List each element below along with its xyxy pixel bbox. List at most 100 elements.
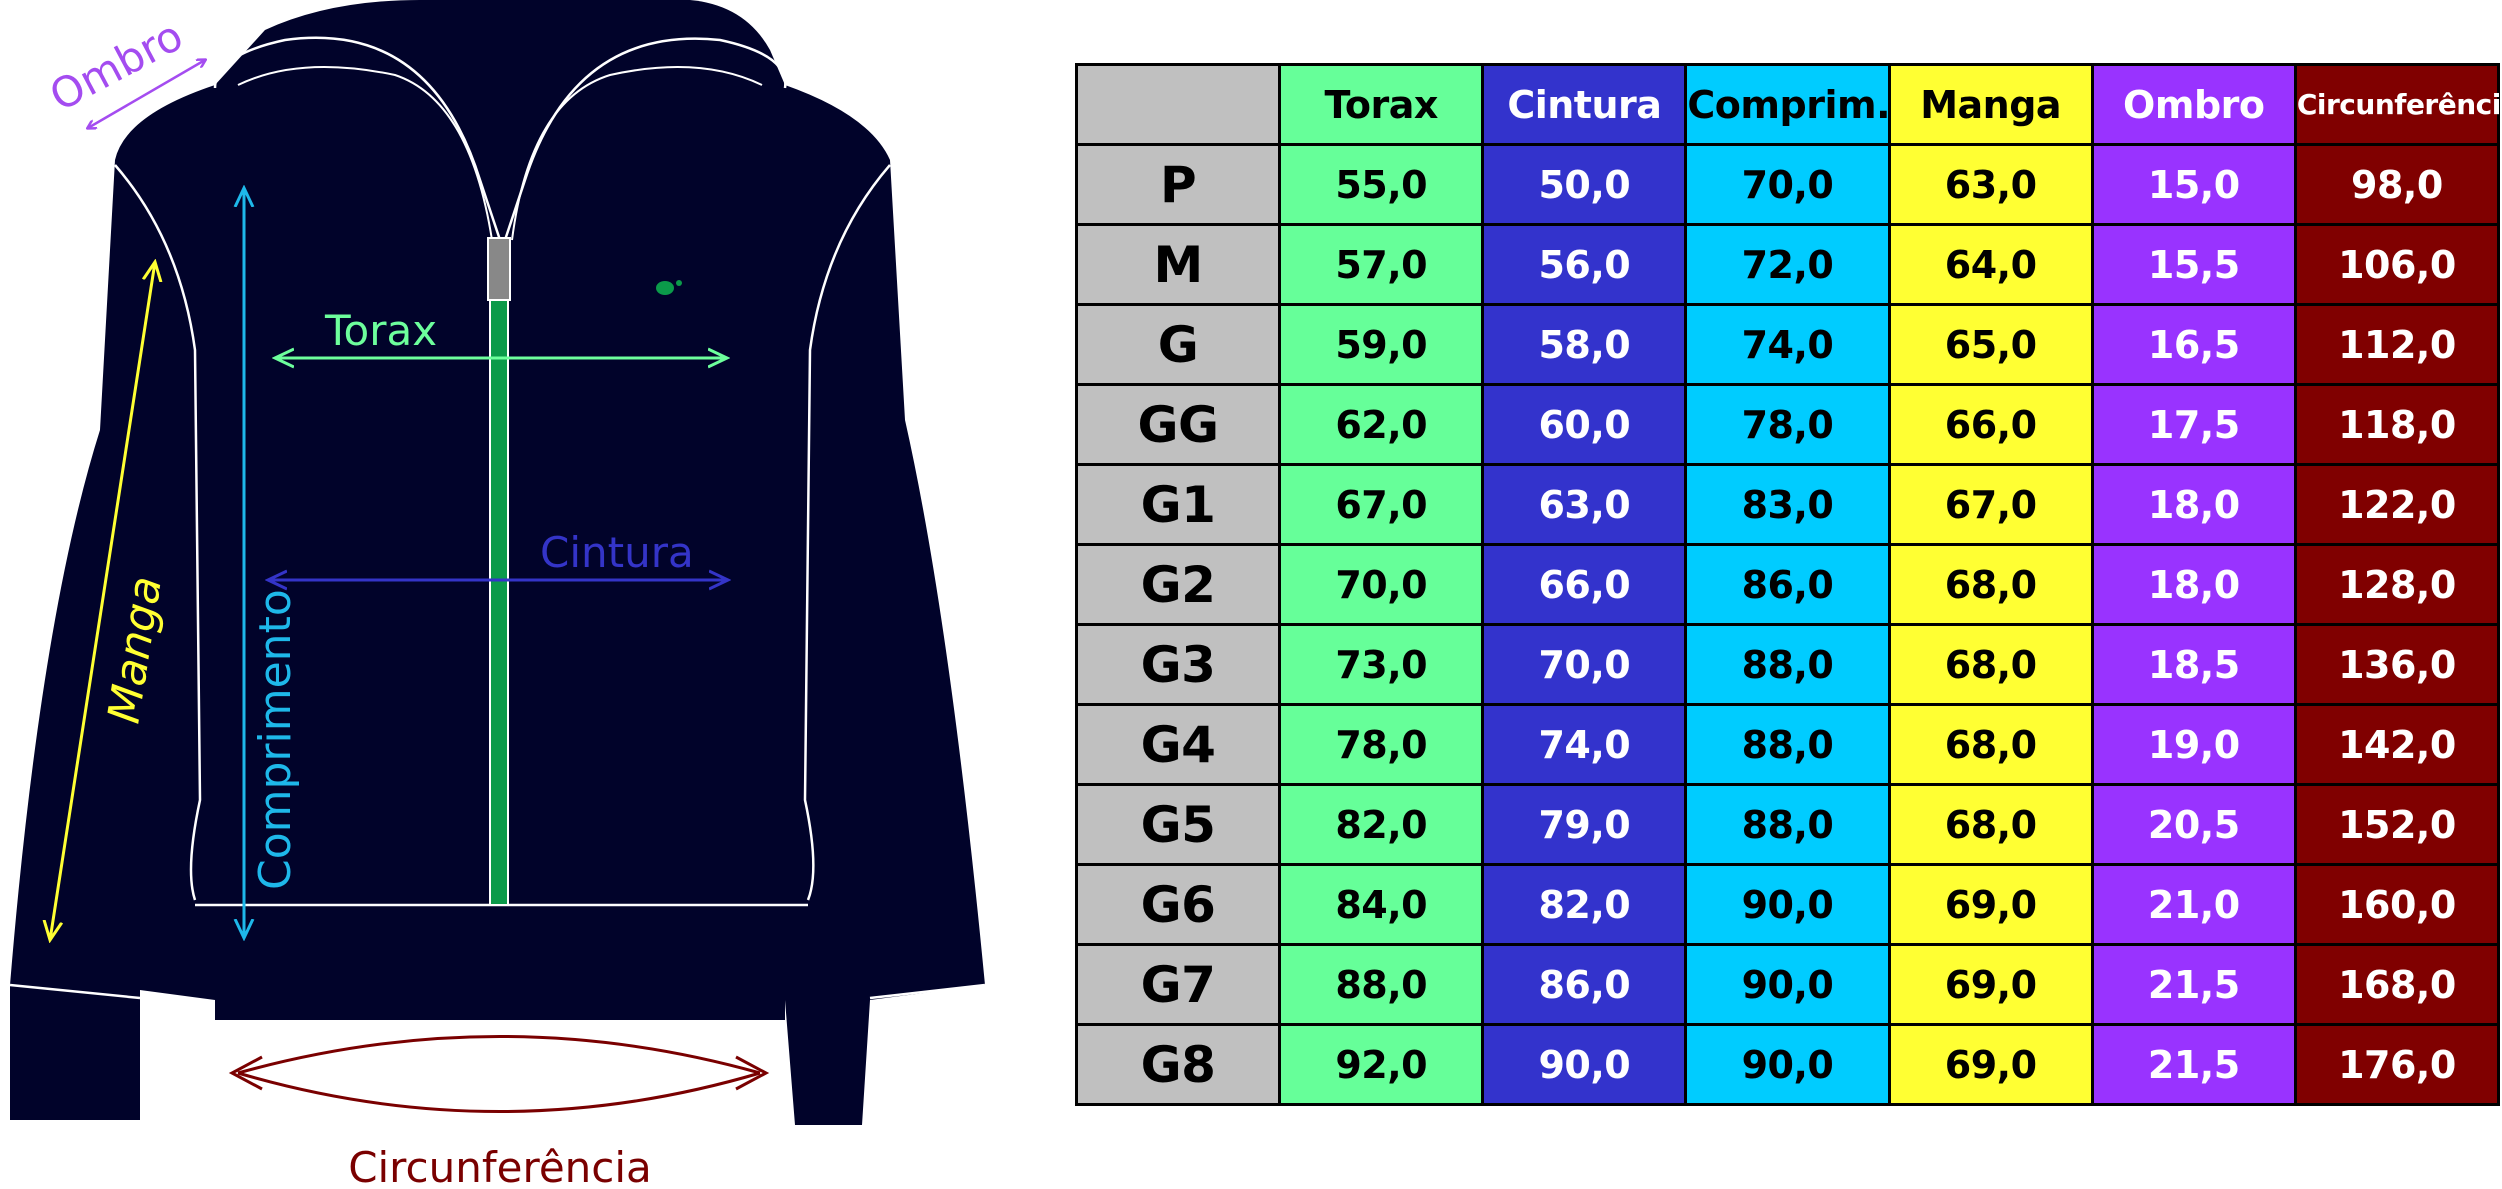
measurement-cell-manga: 63,0: [1887, 143, 2094, 226]
comprimento-indicator: Comprimento: [244, 188, 301, 938]
measurement-cell-comprimento: 88,0: [1684, 783, 1891, 866]
measurement-cell-ombro: 15,5: [2090, 223, 2297, 306]
measurement-cell-comprimento: 90,0: [1684, 943, 1891, 1026]
measurement-cell-ombro: 21,5: [2090, 1023, 2297, 1106]
column-header-ombro: Ombro: [2090, 63, 2297, 146]
size-cell: G5: [1074, 783, 1282, 866]
measurement-cell-ombro: 18,0: [2090, 543, 2297, 626]
measurement-cell-manga: 65,0: [1887, 303, 2094, 386]
measurement-cell-cintura: 90,0: [1481, 1023, 1688, 1106]
comprimento-label: Comprimento: [250, 589, 301, 890]
measurement-cell-comprimento: 72,0: [1684, 223, 1891, 306]
measurement-cell-circunferencia: 98,0: [2293, 143, 2501, 226]
column-header-torax: Torax: [1278, 63, 1485, 146]
measurement-cell-manga: 67,0: [1887, 463, 2094, 546]
measurement-cell-circunferencia: 136,0: [2293, 623, 2501, 706]
measurement-cell-comprimento: 88,0: [1684, 623, 1891, 706]
measurement-cell-cintura: 79,0: [1481, 783, 1688, 866]
measurement-cell-ombro: 16,5: [2090, 303, 2297, 386]
size-cell: G2: [1074, 543, 1282, 626]
measurement-cell-manga: 68,0: [1887, 623, 2094, 706]
measurement-cell-torax: 92,0: [1278, 1023, 1485, 1106]
measurement-cell-manga: 68,0: [1887, 783, 2094, 866]
torax-indicator: Torax: [275, 306, 727, 358]
measurement-cell-ombro: 19,0: [2090, 703, 2297, 786]
size-cell: M: [1074, 223, 1282, 306]
measurement-cell-circunferencia: 106,0: [2293, 223, 2501, 306]
measurement-cell-cintura: 63,0: [1481, 463, 1688, 546]
column-header-manga: Manga: [1887, 63, 2094, 146]
measurement-cell-torax: 62,0: [1278, 383, 1485, 466]
chest-logo-icon: [656, 280, 682, 295]
size-cell: G8: [1074, 1023, 1282, 1106]
measurement-cell-ombro: 20,5: [2090, 783, 2297, 866]
measurement-cell-circunferencia: 176,0: [2293, 1023, 2501, 1106]
measurement-cell-torax: 78,0: [1278, 703, 1485, 786]
column-header-cintura: Cintura: [1481, 63, 1688, 146]
measurement-cell-circunferencia: 142,0: [2293, 703, 2501, 786]
measurement-cell-ombro: 15,0: [2090, 143, 2297, 226]
cintura-label: Cintura: [540, 528, 694, 577]
measurement-cell-circunferencia: 160,0: [2293, 863, 2501, 946]
measurement-cell-comprimento: 78,0: [1684, 383, 1891, 466]
measurement-cell-circunferencia: 128,0: [2293, 543, 2501, 626]
measurement-cell-cintura: 50,0: [1481, 143, 1688, 226]
measurement-cell-comprimento: 88,0: [1684, 703, 1891, 786]
size-cell: P: [1074, 143, 1282, 226]
measurement-cell-torax: 55,0: [1278, 143, 1485, 226]
measurement-cell-comprimento: 86,0: [1684, 543, 1891, 626]
measurement-cell-ombro: 18,0: [2090, 463, 2297, 546]
measurement-cell-cintura: 86,0: [1481, 943, 1688, 1026]
measurement-cell-ombro: 21,5: [2090, 943, 2297, 1026]
measurement-cell-circunferencia: 112,0: [2293, 303, 2501, 386]
measurement-cell-comprimento: 90,0: [1684, 863, 1891, 946]
column-header-corner: [1074, 63, 1282, 146]
measurement-cell-torax: 84,0: [1278, 863, 1485, 946]
measurement-cell-manga: 68,0: [1887, 543, 2094, 626]
size-cell: G4: [1074, 703, 1282, 786]
measurement-cell-comprimento: 74,0: [1684, 303, 1891, 386]
measurement-cell-comprimento: 70,0: [1684, 143, 1891, 226]
measurement-cell-torax: 88,0: [1278, 943, 1485, 1026]
circunferencia-label: Circunferência: [348, 1143, 652, 1189]
measurement-cell-torax: 82,0: [1278, 783, 1485, 866]
measurement-cell-manga: 68,0: [1887, 703, 2094, 786]
measurement-cell-ombro: 17,5: [2090, 383, 2297, 466]
size-cell: G7: [1074, 943, 1282, 1026]
measurement-cell-manga: 69,0: [1887, 1023, 2094, 1106]
cintura-indicator: Cintura: [268, 528, 728, 580]
measurement-cell-torax: 70,0: [1278, 543, 1485, 626]
measurement-cell-ombro: 18,5: [2090, 623, 2297, 706]
jacket-shape: [9, 0, 986, 1125]
measurement-cell-manga: 69,0: [1887, 863, 2094, 946]
measurement-cell-torax: 57,0: [1278, 223, 1485, 306]
column-header-comprimento: Comprim.: [1684, 63, 1891, 146]
measurement-cell-circunferencia: 152,0: [2293, 783, 2501, 866]
measurement-cell-torax: 67,0: [1278, 463, 1485, 546]
measurement-cell-circunferencia: 118,0: [2293, 383, 2501, 466]
measurement-cell-cintura: 56,0: [1481, 223, 1688, 306]
measurement-cell-cintura: 58,0: [1481, 303, 1688, 386]
torax-label: Torax: [324, 306, 437, 355]
measurement-cell-cintura: 60,0: [1481, 383, 1688, 466]
measurement-cell-torax: 73,0: [1278, 623, 1485, 706]
measurement-cell-manga: 69,0: [1887, 943, 2094, 1026]
measurement-cell-cintura: 66,0: [1481, 543, 1688, 626]
measurement-cell-circunferencia: 168,0: [2293, 943, 2501, 1026]
measurement-cell-ombro: 21,0: [2090, 863, 2297, 946]
measurement-cell-comprimento: 83,0: [1684, 463, 1891, 546]
column-header-circunferencia: Circunferência: [2293, 63, 2502, 146]
